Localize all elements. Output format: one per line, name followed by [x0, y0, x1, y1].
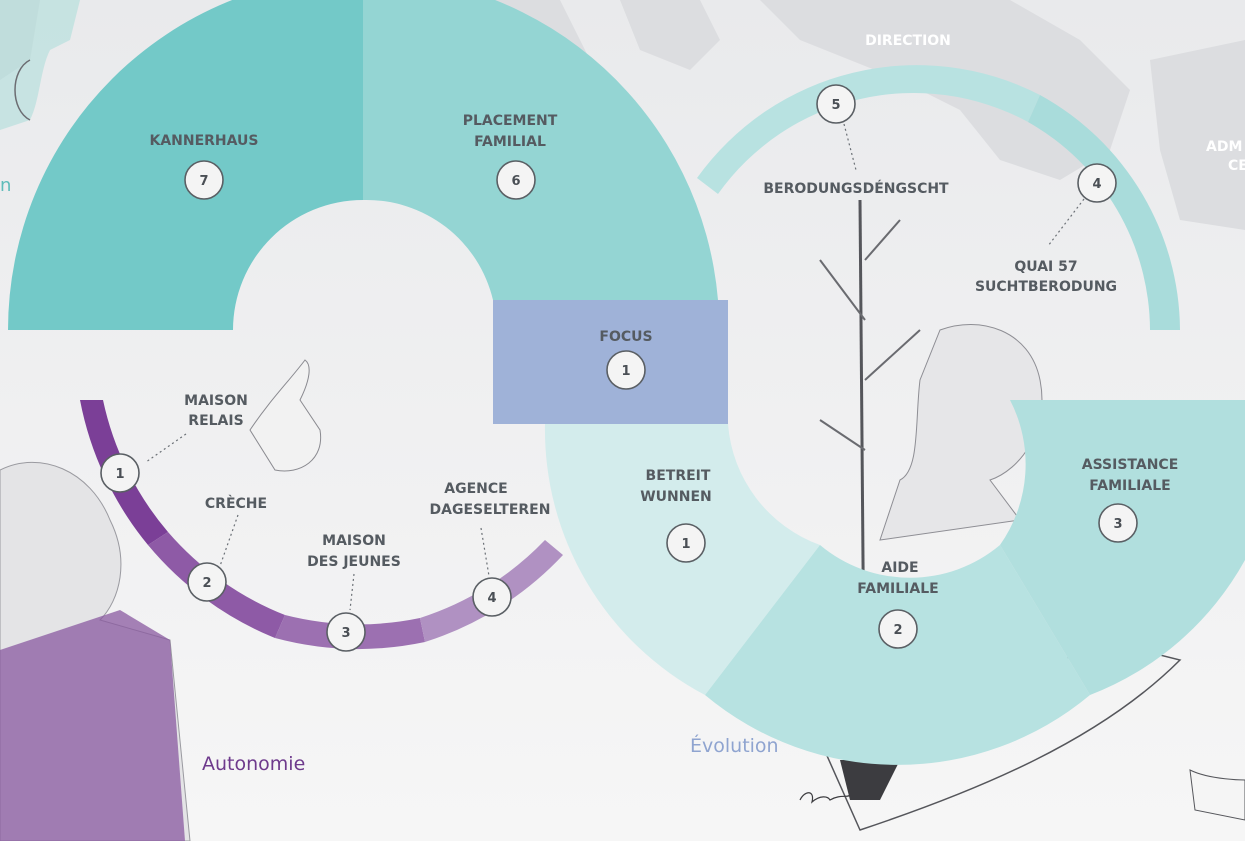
- agence-leader: [480, 527, 490, 577]
- svg-text:7: 7: [199, 174, 208, 189]
- creche-leader: [219, 514, 239, 567]
- quai-leader: [1047, 198, 1085, 247]
- agence-badge: 4: [472, 577, 512, 617]
- placement-label-line-2: FAMILIAL: [474, 134, 546, 150]
- category-autonomie: Autonomie: [202, 753, 305, 775]
- svg-text:6: 6: [511, 174, 520, 189]
- category-evolution: Évolution: [690, 734, 779, 757]
- kannerhaus-badge: 7: [184, 160, 224, 200]
- svg-text:1: 1: [115, 467, 124, 482]
- quai-label-line-1: QUAI 57: [1014, 259, 1077, 275]
- assistance-label-line-2: FAMILIALE: [1089, 478, 1170, 494]
- illustration-figure-topleft: [0, 0, 80, 130]
- evolution-arc-assistance: [1000, 400, 1245, 695]
- placement-badge: 6: [496, 160, 536, 200]
- berodung-leader: [843, 123, 857, 171]
- quai-badge: 4: [1077, 163, 1117, 203]
- maison-relais-label-line-2: RELAIS: [188, 413, 243, 429]
- svg-text:2: 2: [893, 623, 902, 638]
- aide-badge: 2: [878, 609, 918, 649]
- berodung-label: BERODUNGSDÉNGSCHT: [763, 180, 949, 197]
- aide-label-line-2: FAMILIALE: [857, 581, 938, 597]
- aide-label-line-1: AIDE: [881, 560, 918, 576]
- svg-text:1: 1: [621, 364, 630, 379]
- top-arc-kannerhaus: [8, 0, 363, 330]
- kannerhaus-label: KANNERHAUS: [149, 133, 258, 149]
- svg-text:4: 4: [487, 591, 496, 606]
- agence-label-line-2: DAGESELTEREN: [430, 502, 551, 518]
- svg-text:4: 4: [1092, 177, 1101, 192]
- evolution-arc-aide: [705, 545, 1090, 765]
- label-adm-fragment: ADM: [1206, 139, 1242, 155]
- upper-arc-quai: [1028, 95, 1180, 330]
- creche-label: CRÈCHE: [205, 495, 267, 512]
- betreit-label-line-1: BETREIT: [646, 468, 711, 484]
- upper-arc-berodung: [697, 65, 1040, 194]
- label-ce-fragment: CE: [1228, 158, 1245, 174]
- focus-badge: 1: [606, 350, 646, 390]
- svg-text:1: 1: [681, 537, 690, 552]
- betreit-badge: 1: [666, 523, 706, 563]
- creche-badge: 2: [187, 562, 227, 602]
- label-left-fragment: n: [0, 175, 11, 196]
- focus-label: FOCUS: [599, 329, 652, 345]
- svg-text:3: 3: [1113, 517, 1122, 532]
- placement-label-line-1: PLACEMENT: [463, 113, 558, 129]
- maison-jeunes-badge: 3: [326, 612, 366, 652]
- assistance-label-line-1: ASSISTANCE: [1082, 457, 1179, 473]
- svg-text:5: 5: [831, 98, 840, 113]
- maison-jeunes-leader: [349, 573, 355, 611]
- betreit-label-line-2: WUNNEN: [640, 489, 712, 505]
- maison-relais-leader: [145, 433, 187, 463]
- maison-relais-label-line-1: MAISON: [184, 393, 248, 409]
- maison-relais-badge: 1: [100, 453, 140, 493]
- agence-label-line-1: AGENCE: [444, 481, 507, 497]
- top-arc-placement: [363, 0, 718, 300]
- label-direction: DIRECTION: [865, 33, 951, 49]
- svg-text:2: 2: [202, 576, 211, 591]
- svg-text:3: 3: [341, 626, 350, 641]
- maison-jeunes-label-line-2: DES JEUNES: [307, 554, 401, 570]
- illustration-child-left: [0, 359, 322, 841]
- berodung-badge: 5: [816, 84, 856, 124]
- quai-label-line-2: SUCHTBERODUNG: [975, 279, 1117, 295]
- maison-jeunes-label-line-1: MAISON: [322, 533, 386, 549]
- assistance-badge: 3: [1098, 503, 1138, 543]
- artist-signature: [799, 792, 851, 804]
